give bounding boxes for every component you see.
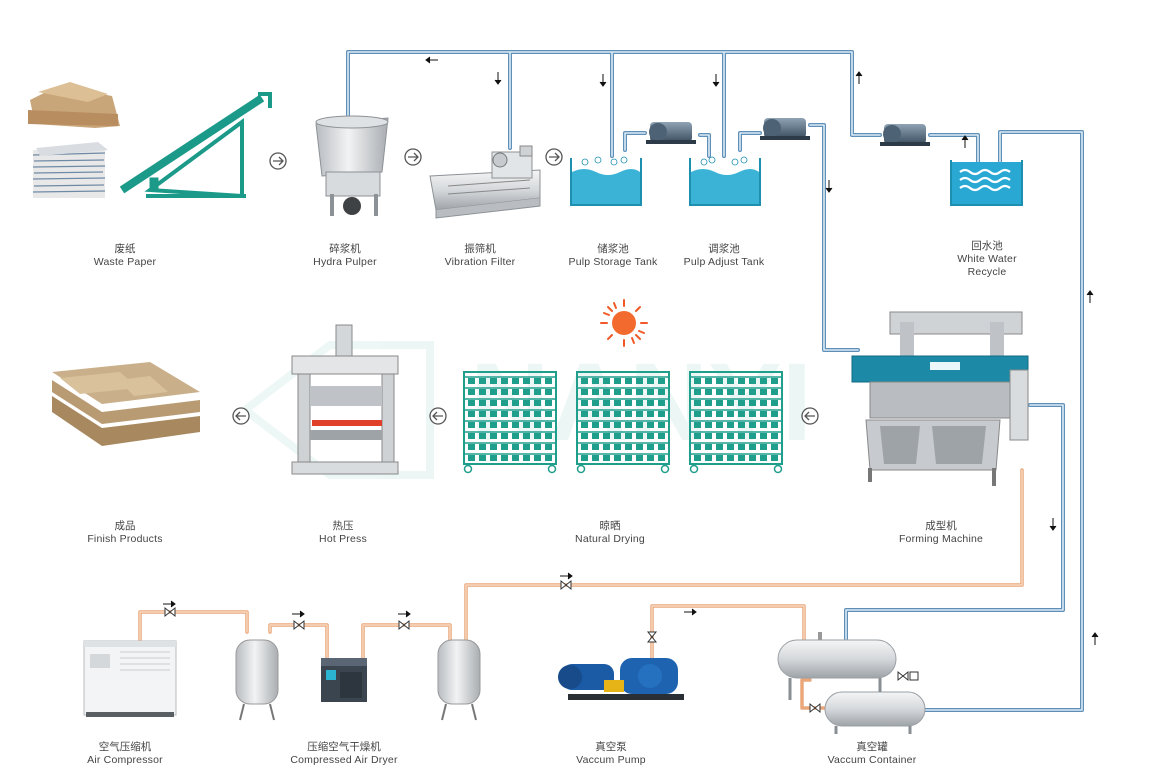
water-pump-image	[760, 118, 810, 140]
air-tank-image	[437, 639, 481, 721]
drying-rack	[576, 371, 670, 474]
vibration-filter-image	[429, 145, 541, 219]
air-compressor-image	[83, 640, 177, 717]
white-water-tank-image	[950, 160, 1023, 206]
circled-left-arrow-icon	[801, 407, 819, 425]
bowtie-valve-icon	[398, 619, 410, 631]
water-pump-image	[880, 124, 930, 146]
circled-right-arrow-icon	[404, 148, 422, 166]
air-dryer-image	[321, 658, 367, 702]
vacuum-pump-image	[558, 658, 684, 700]
pulp-storage-tank-image	[570, 156, 642, 206]
bowtie-valve-icon	[646, 631, 658, 643]
process-arrows	[232, 148, 819, 425]
hydra-pulper-image	[315, 115, 389, 216]
flow-direction-arrows	[163, 56, 1099, 645]
bowtie-valve-icon	[293, 619, 305, 631]
water-pipes	[346, 50, 1084, 712]
circled-left-arrow-icon	[429, 407, 447, 425]
drying-rack	[463, 371, 557, 474]
circled-right-arrow-icon	[545, 148, 563, 166]
hot-press-image	[291, 324, 399, 475]
waste-paper-image	[28, 82, 120, 198]
forming-machine-image	[851, 311, 1029, 486]
vacuum-container-image	[777, 632, 926, 734]
bowtie-valve-icon	[897, 670, 909, 682]
circled-right-arrow-icon	[269, 152, 287, 170]
conveyor-image	[119, 92, 272, 199]
sun-icon	[600, 299, 648, 347]
water-pump-image	[646, 122, 696, 144]
bowtie-valve-icon	[164, 606, 176, 618]
circled-left-arrow-icon	[232, 407, 250, 425]
finish-products-image	[52, 362, 200, 446]
air-tank-image	[235, 639, 279, 721]
pulp-adjust-tank-image	[689, 156, 761, 206]
valves	[164, 579, 919, 714]
bowtie-valve-icon	[809, 702, 821, 714]
natural-drying-racks	[463, 371, 783, 474]
drying-rack	[689, 371, 783, 474]
bowtie-valve-icon	[560, 579, 572, 591]
